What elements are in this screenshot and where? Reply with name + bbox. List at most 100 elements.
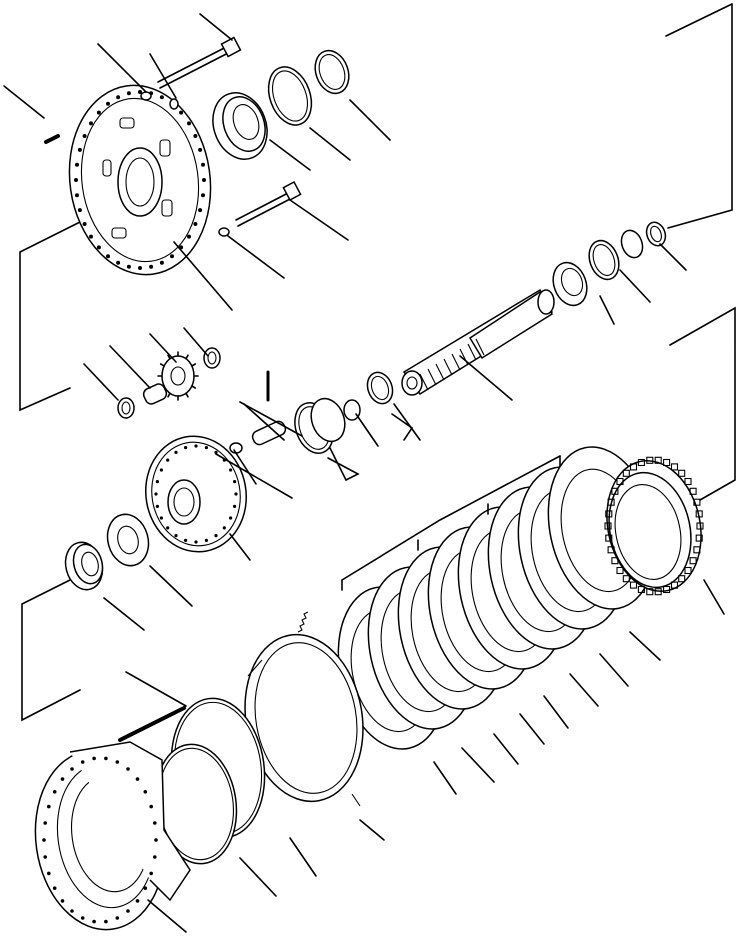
carrier-hole [166,458,170,462]
callout-leader [149,565,193,607]
bolt-hole [159,95,164,100]
callout-leader [461,747,495,783]
callout-leader [493,733,519,765]
gear-tooth [185,354,189,360]
housing-hole [43,855,47,859]
callout-leader [543,695,569,729]
group-bracket [341,455,561,581]
callout-leader [239,857,277,897]
bolt-hole [201,193,205,198]
carrier-hole [229,468,233,472]
ring-tooth [622,469,630,477]
ring-tooth [646,588,654,596]
bolt-hole [82,222,87,226]
ring-tooth [654,588,662,596]
bolt-hole [96,245,101,250]
ring-tooth [616,566,624,575]
ring-tooth [670,463,679,471]
housing-hole [135,777,140,781]
callout-leader [229,533,251,561]
ring-tooth [678,575,686,583]
housing-hole [92,919,96,924]
group-bracket-lines [19,3,736,722]
callout-leader [703,579,725,615]
bolt-hole [193,134,198,138]
ring-tooth [689,487,697,495]
gear-tooth [191,363,197,367]
group-bracket-small [391,413,414,441]
bolt-hole [126,91,131,96]
callout-leader [199,13,233,41]
callout-leader [97,43,147,93]
ring-tooth [637,458,645,467]
callout-leader [599,653,629,687]
bolt-hole [77,147,82,152]
carrier-hole [154,492,158,496]
housing-hole [80,760,85,764]
ring-tooth [696,522,704,530]
shaft-seal-rings [294,371,394,454]
ring-tooth [607,546,615,554]
bolt-hole [77,208,82,213]
bolt-hole [116,95,121,100]
callout-leader [569,673,599,707]
carrier-hole [214,534,218,538]
long-bolt-top [140,36,242,110]
sun-gear [106,513,150,567]
callout-leader [289,199,349,241]
gear-tooth [185,392,189,398]
carrier-hole [233,504,237,508]
housing-hole [153,821,157,825]
ring-tooth [689,557,697,565]
carrier-hole [184,446,188,450]
callout-leader [393,403,421,441]
ring-tooth [629,463,638,471]
ring-tooth [678,469,686,477]
main-shaft [401,288,555,396]
shaft-spline [467,343,477,361]
housing-hole [153,855,157,859]
bolt-hole [116,260,121,265]
snap-rings-right [588,221,667,281]
callout-leader [433,761,457,795]
bolt-hole [106,254,110,259]
housing-hole [47,871,51,876]
ring-tooth [611,557,619,565]
callout-leader-lines [3,13,725,933]
housing-hole [154,838,158,842]
ring-gear [604,456,704,596]
bolt-hole [159,260,164,265]
carrier-hole [155,504,159,508]
ring-tooth [654,456,662,464]
callout-leader [519,713,545,745]
housing-hole [126,767,130,771]
ring-tooth [604,522,612,530]
callout-leader [149,53,177,99]
callout-leader [109,345,151,389]
callout-leader [349,99,391,141]
housing-hole [149,804,153,809]
ring-tooth [670,581,679,589]
housing-hole [80,916,85,920]
housing-hole [60,899,65,903]
small-pin-left [44,134,60,144]
ring-tooth [684,477,692,486]
carrier-hole [159,516,163,520]
group-bracket-small [327,457,360,481]
housing-hole [143,790,148,794]
housing-hole [43,821,47,825]
housing-hole [47,804,51,809]
housing-hole [115,760,120,764]
callout-leader [289,837,317,877]
callout-leader [355,413,379,447]
snap-rings-lower [154,697,266,865]
bolt-hole [82,134,87,138]
planet-carrier [144,435,248,553]
callout-leader [599,295,615,325]
carrier-hole [159,468,163,472]
ring-tooth [663,458,671,467]
callout-leader [269,139,311,171]
housing-hole [143,886,148,890]
bolt-hole [75,162,79,167]
